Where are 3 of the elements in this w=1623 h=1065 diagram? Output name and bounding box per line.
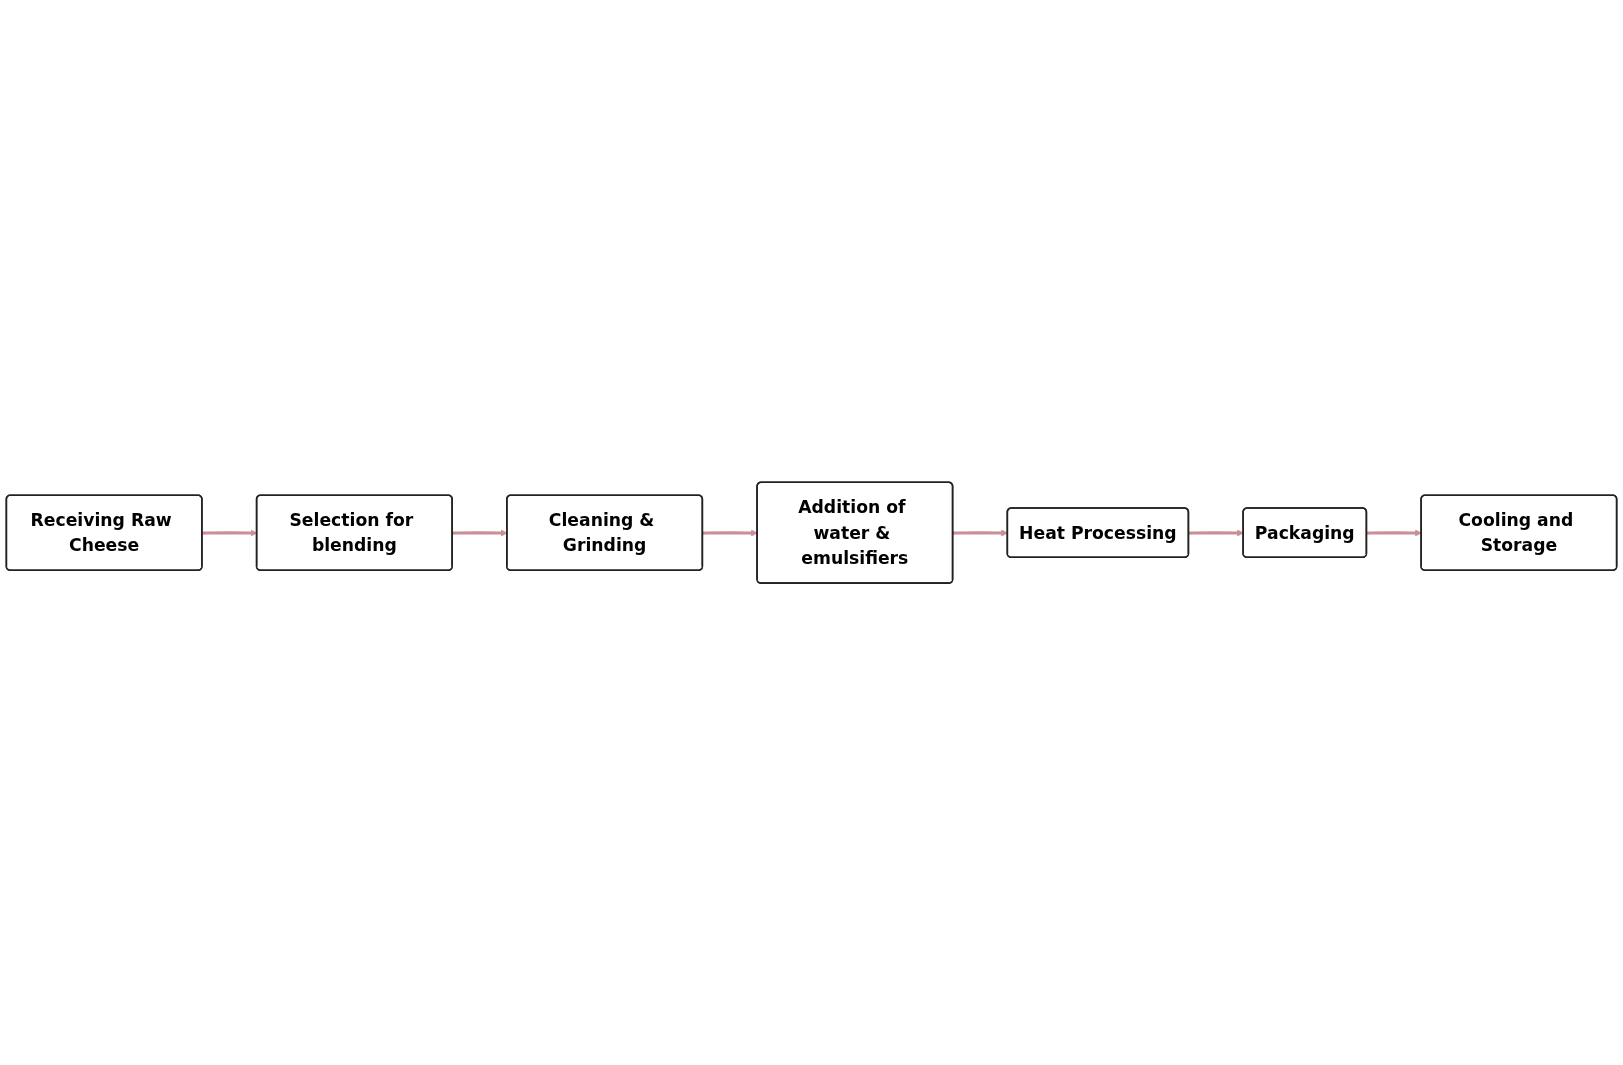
arrow [1188, 529, 1244, 537]
arrow [1366, 529, 1422, 537]
arrow [702, 529, 758, 537]
